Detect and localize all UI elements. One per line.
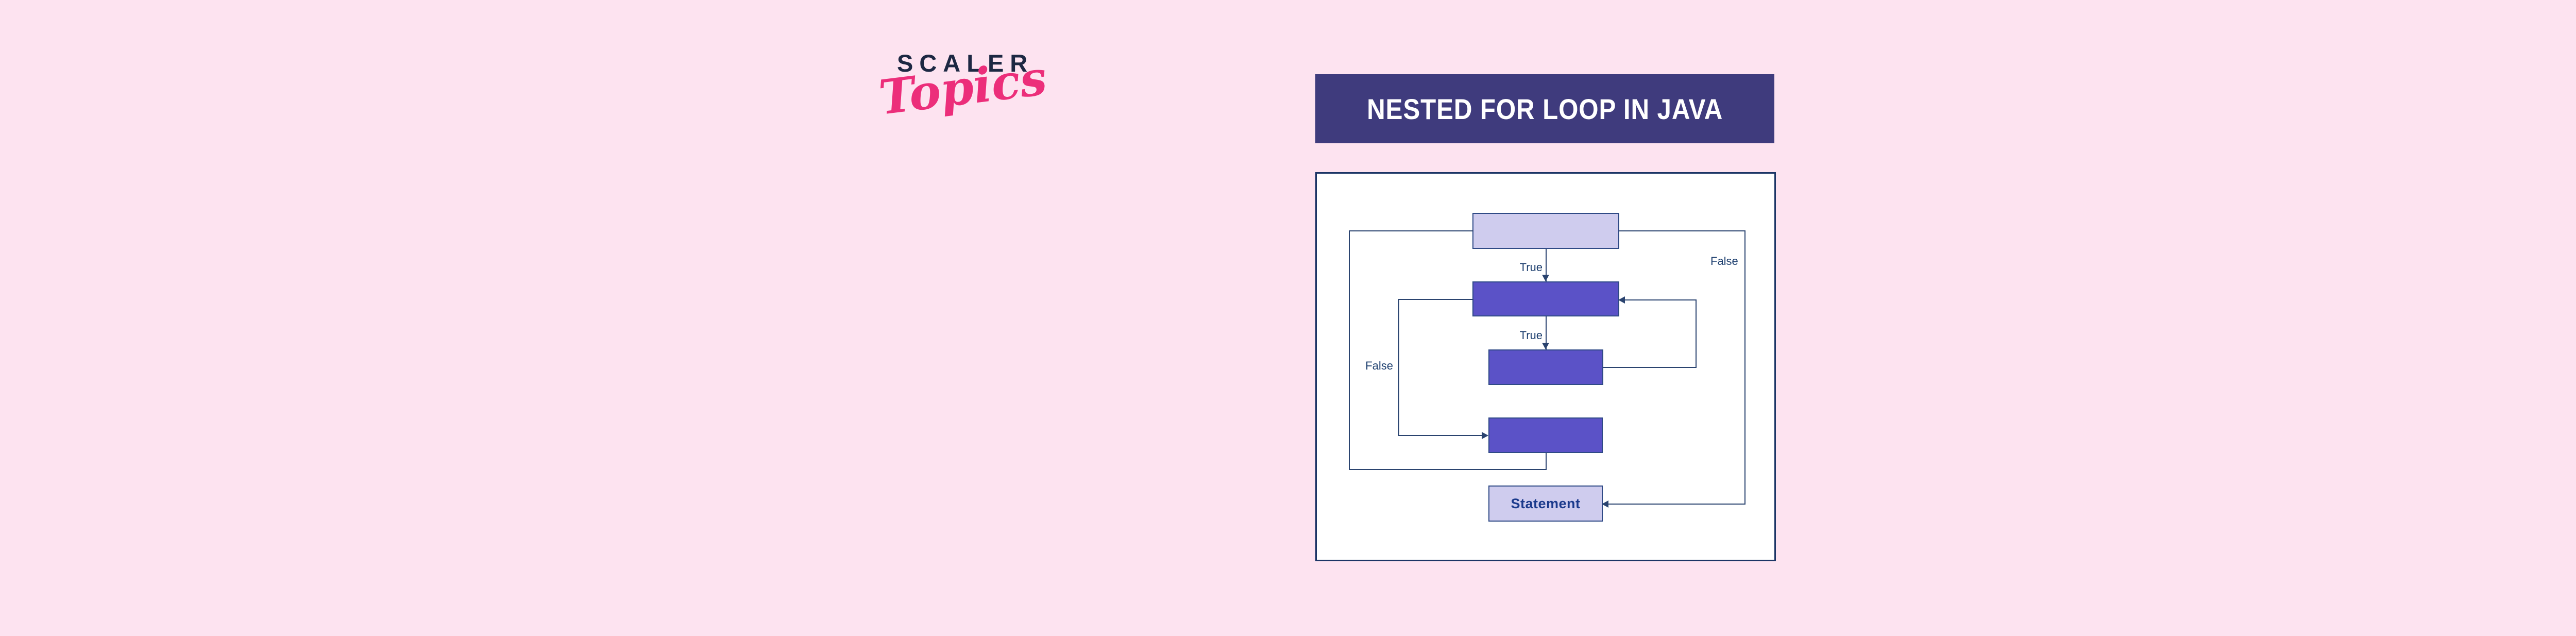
edge-inner-true-line [1546, 316, 1547, 349]
flowchart-node-statement: Statement [1488, 486, 1603, 522]
edge-inner-loopback-top [1619, 299, 1697, 300]
flowchart-node-inner-loop [1472, 281, 1619, 316]
edge-outer-true-line [1546, 249, 1547, 281]
flowchart-canvas: Statement True True False False [1315, 172, 1776, 561]
flowchart-node-outer-loop [1472, 213, 1619, 249]
flowchart-node-outer-update [1488, 417, 1603, 453]
flowchart-node-inner-body [1488, 349, 1603, 385]
edge-outer-false-vertical [1744, 230, 1745, 505]
edge-inner-false-arrowhead [1482, 432, 1488, 439]
edge-outer-loopback-vertical [1349, 230, 1350, 470]
edge-inner-loopback-arrowhead [1618, 296, 1625, 304]
edge-outer-true-arrowhead [1542, 275, 1549, 281]
edge-inner-loopback-bottom [1603, 367, 1697, 368]
edge-label-outer-false: False [1710, 255, 1738, 267]
edge-inner-true-arrowhead [1542, 343, 1549, 349]
page-title: NESTED FOR LOOP IN JAVA [1366, 92, 1723, 125]
edge-inner-false-bottom [1398, 435, 1484, 436]
title-banner: NESTED FOR LOOP IN JAVA [1315, 74, 1774, 143]
edge-label-inner-true: True [1519, 329, 1543, 342]
edge-outer-loopback-top [1349, 230, 1473, 231]
edge-inner-loopback-vertical [1696, 299, 1697, 368]
edge-label-outer-true: True [1519, 261, 1543, 274]
edge-outer-false-top [1619, 230, 1745, 231]
edge-label-inner-false: False [1365, 359, 1393, 372]
scaler-logo-wordmark: SCALER [897, 49, 1034, 77]
edge-outer-loopback-bottom [1349, 469, 1547, 470]
edge-outer-false-bottom [1603, 504, 1745, 505]
edge-outer-false-arrowhead [1602, 500, 1608, 508]
edge-inner-false-top [1398, 299, 1473, 300]
edge-outer-loopback-drop [1546, 453, 1547, 470]
edge-inner-false-vertical [1398, 299, 1399, 436]
statement-label: Statement [1511, 495, 1581, 511]
